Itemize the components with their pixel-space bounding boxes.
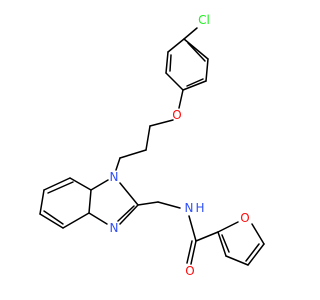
bond-benzo-double-2 <box>43 210 64 225</box>
bond-propyl-3 <box>115 157 121 171</box>
bond-furan-c3-c2 <box>217 231 227 257</box>
bond-ethyl-1 <box>137 201 159 206</box>
structure-canvas: Cl O N N N H O O <box>39 13 265 278</box>
bond-n-carbonyl <box>188 215 197 242</box>
chlorine-atom-label: Cl <box>198 13 210 27</box>
bond-furan-c2-o <box>217 221 239 233</box>
bond-furan-o-c5 <box>251 223 265 245</box>
bond-c3a-c7a <box>88 189 92 214</box>
molecule-structure: Cl O N N N H O O <box>39 13 265 278</box>
bond-ring-a2 <box>165 51 169 74</box>
bond-ring-a-double-3 <box>187 42 206 62</box>
bonds-layer <box>39 27 265 266</box>
bond-ring-a4 <box>182 80 207 91</box>
bond-ring-a3 <box>165 72 184 91</box>
bond-c2-n3-double <box>117 205 135 222</box>
bond-ring-a1 <box>167 38 185 53</box>
bond-benzo-4 <box>39 213 64 229</box>
bond-o-ch2 <box>149 119 174 127</box>
bond-benzo-3 <box>39 189 45 215</box>
bond-benzo-5 <box>62 212 90 229</box>
furan-oxygen-label: O <box>240 211 249 225</box>
bond-n1-c7a <box>90 179 109 191</box>
bond-c-o-carbonyl <box>190 240 197 265</box>
bond-carbonyl-furan <box>195 231 219 242</box>
bond-n1-c2 <box>119 182 139 206</box>
bond-furan-double-2 <box>221 234 230 253</box>
bond-propyl-2 <box>119 149 147 159</box>
bond-furan-double-1 <box>245 243 260 262</box>
amide-nitrogen-label: N <box>185 201 194 215</box>
bond-cl-c <box>183 27 198 40</box>
bond-c-o-ether <box>178 89 184 109</box>
bond-benzo-double-1 <box>47 181 74 194</box>
benzimidazole-n1-label: N <box>110 170 119 184</box>
bond-furan-c4-c3 <box>225 255 249 266</box>
bond-c-o-carbonyl-double <box>186 240 193 264</box>
bond-propyl-1 <box>145 125 151 151</box>
atom-labels-layer: Cl O N N N H O O <box>110 13 250 278</box>
bond-n3-c3a <box>88 212 108 225</box>
bond-ethyl-2 <box>157 201 181 209</box>
benzimidazole-n3-label: N <box>110 221 119 235</box>
carbonyl-oxygen-label: O <box>185 264 194 278</box>
bond-furan-c5-c4 <box>247 243 265 266</box>
bond-benzo-2 <box>43 177 71 191</box>
bond-ring-a-double-1 <box>169 54 172 72</box>
bond-ring-a5 <box>205 58 209 82</box>
ether-oxygen-label: O <box>172 108 181 122</box>
bond-ring-a-double-2 <box>186 78 204 87</box>
bond-ring-a6 <box>183 38 209 60</box>
bond-c2-n3 <box>119 204 139 225</box>
amide-hydrogen-label: H <box>195 201 204 215</box>
bond-benzo-1 <box>69 177 92 191</box>
